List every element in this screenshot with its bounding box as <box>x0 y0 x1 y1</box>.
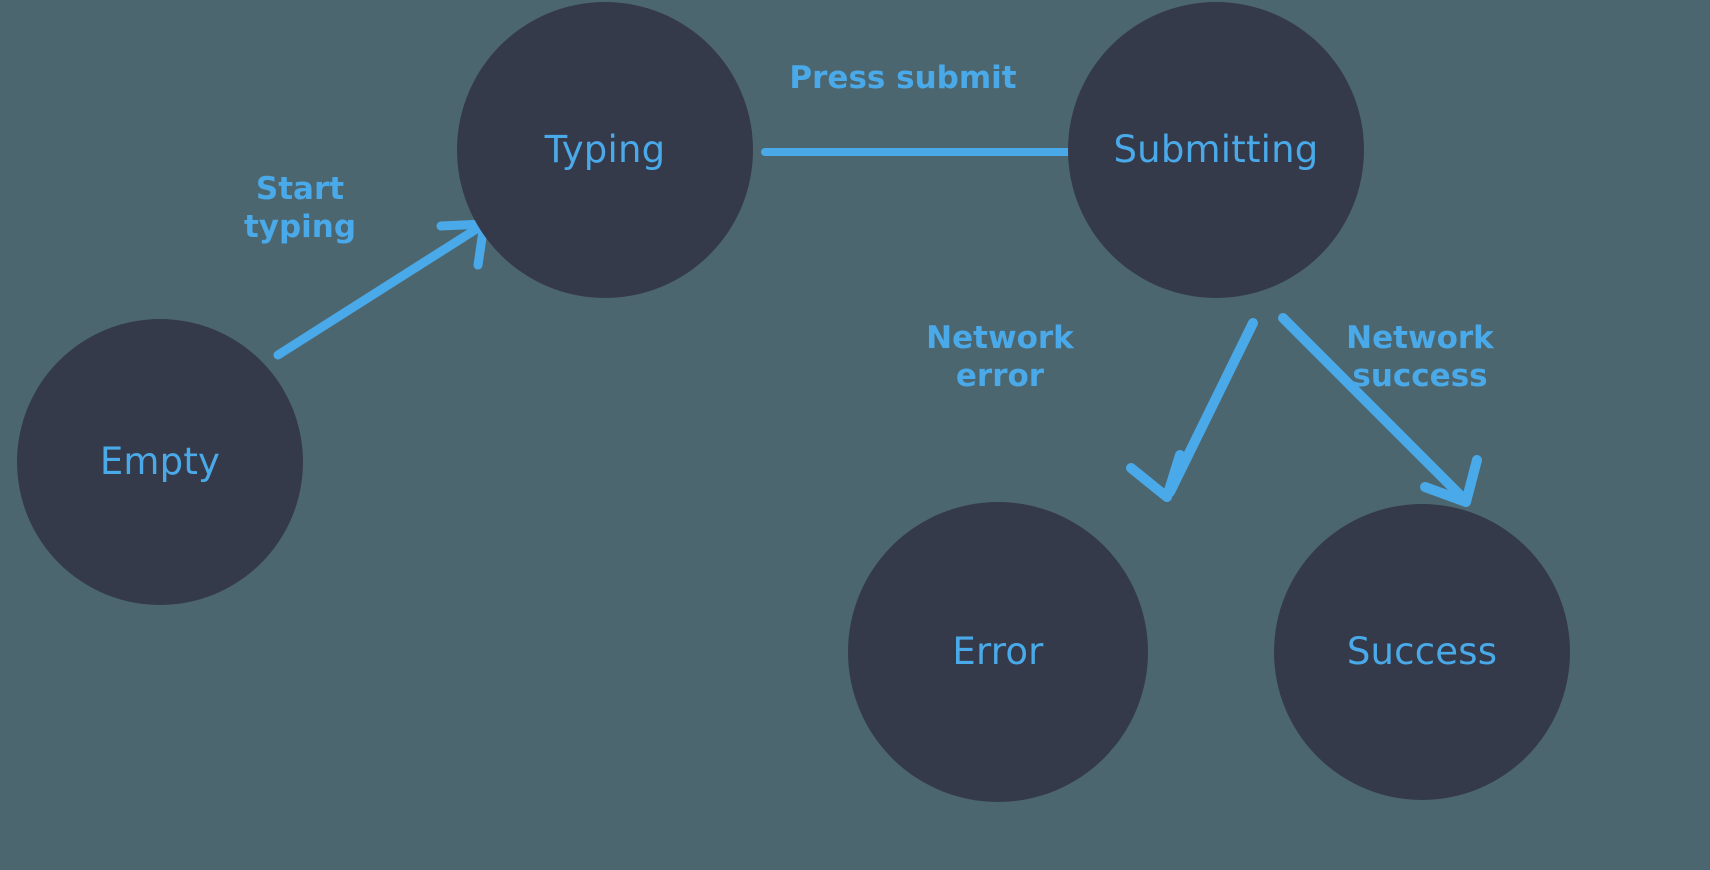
edge-network-error-arrowhead <box>1126 450 1185 502</box>
state-node-empty[interactable]: Empty <box>17 319 303 605</box>
edge-label-network-success: Network success <box>1346 320 1494 394</box>
state-node-typing-label: Typing <box>544 127 666 171</box>
state-node-submitting[interactable]: Submitting <box>1068 2 1364 298</box>
edge-network-error-line <box>1165 318 1258 497</box>
state-node-empty-label: Empty <box>99 439 221 483</box>
state-node-error-label: Error <box>952 629 1044 673</box>
state-node-error[interactable]: Error <box>848 502 1148 802</box>
state-node-success-label: Success <box>1346 629 1498 673</box>
edge-network-success-arrowhead <box>1420 455 1482 507</box>
edge-start-typing-line <box>273 223 483 360</box>
edge-label-press-submit: Press submit <box>789 60 1017 96</box>
edge-label-start-typing: Start typing <box>243 171 357 245</box>
edge-start-typing-arrowhead <box>436 219 489 270</box>
state-node-typing[interactable]: Typing <box>457 2 753 298</box>
edge-network-error <box>1126 318 1258 502</box>
state-node-success[interactable]: Success <box>1274 504 1570 800</box>
edge-label-network-error: Network error <box>926 320 1074 394</box>
state-node-submitting-label: Submitting <box>1113 127 1319 171</box>
